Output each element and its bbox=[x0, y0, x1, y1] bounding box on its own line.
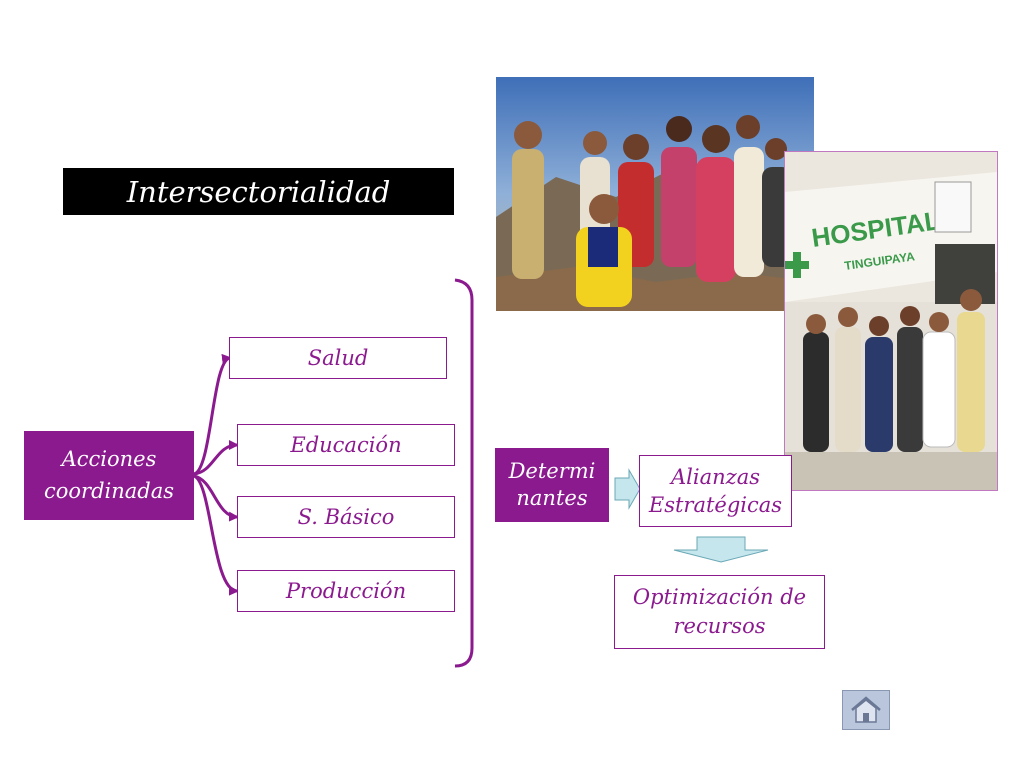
determinantes-line-1: Determi bbox=[508, 458, 596, 483]
branch-connector-produccion bbox=[193, 474, 239, 596]
hospital-photo: HOSPITAL TINGUIPAYA bbox=[784, 151, 998, 491]
page-title-text: Intersectorialidad bbox=[126, 174, 391, 209]
right-brace bbox=[454, 278, 474, 668]
home-icon bbox=[851, 696, 881, 723]
alianzas-line-1: Alianzas bbox=[670, 464, 760, 489]
sector-box-produccion: Producción bbox=[237, 570, 455, 612]
children-photo bbox=[496, 77, 814, 311]
page-title: Intersectorialidad bbox=[63, 168, 454, 215]
home-button[interactable] bbox=[842, 690, 890, 730]
sector-label-produccion: Producción bbox=[285, 579, 407, 603]
branch-connector-salud bbox=[193, 353, 232, 476]
determinantes-box: Determi nantes bbox=[495, 448, 609, 522]
determinantes-line-2: nantes bbox=[516, 486, 588, 510]
sector-label-salud: Salud bbox=[307, 346, 369, 370]
arrow-to-alianzas bbox=[614, 468, 641, 510]
acciones-line-2: coordinadas bbox=[43, 478, 175, 503]
sector-box-sbasico: S. Básico bbox=[237, 496, 455, 538]
acciones-line-1: Acciones bbox=[61, 447, 157, 471]
optimizacion-line-2: recursos bbox=[673, 614, 766, 638]
sector-box-salud: Salud bbox=[229, 337, 447, 379]
optimizacion-recursos-box: Optimización de recursos bbox=[614, 575, 825, 649]
acciones-coordinadas-box: Acciones coordinadas bbox=[24, 431, 194, 520]
alianzas-estrategicas-box: Alianzas Estratégicas bbox=[639, 455, 792, 527]
branch-connector-educacion bbox=[193, 440, 239, 476]
alianzas-line-2: Estratégicas bbox=[648, 493, 783, 517]
sector-label-sbasico: S. Básico bbox=[297, 505, 395, 529]
arrow-down-to-optimizacion bbox=[673, 536, 769, 563]
sector-box-educacion: Educación bbox=[237, 424, 455, 466]
branch-connector-sbasico bbox=[193, 474, 239, 522]
hospital-photo-graphic: HOSPITAL TINGUIPAYA bbox=[785, 152, 997, 490]
children-photo-graphic bbox=[496, 77, 814, 311]
sector-label-educacion: Educación bbox=[290, 433, 402, 457]
optimizacion-line-1: Optimización de bbox=[632, 584, 807, 609]
